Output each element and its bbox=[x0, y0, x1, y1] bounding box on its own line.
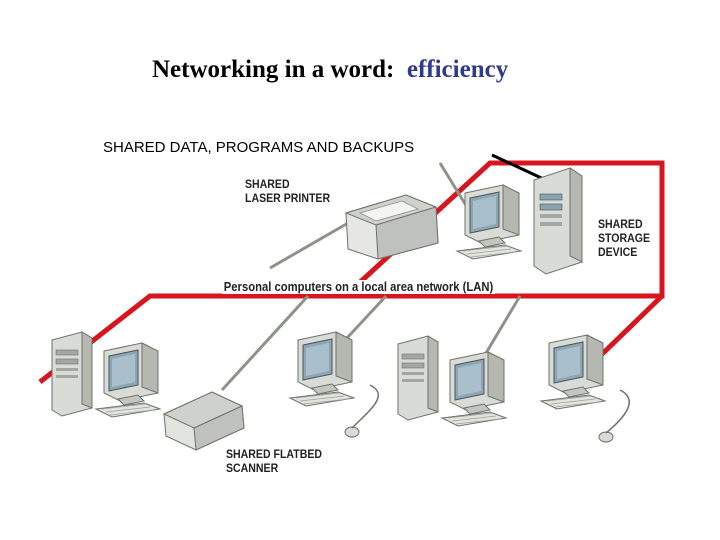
workstation-top-monitor bbox=[456, 184, 522, 260]
workstation-mid-mouse bbox=[344, 426, 360, 438]
lan-label: Personal computers on a local area netwo… bbox=[222, 280, 496, 294]
lan-drop-cable-right bbox=[594, 294, 664, 362]
workstation-right-mouse bbox=[598, 431, 614, 443]
flatbed-scanner bbox=[162, 391, 245, 451]
shared-data-label: SHARED DATA, PROGRAMS AND BACKUPS bbox=[103, 139, 415, 156]
workstation-left-tower bbox=[51, 331, 93, 417]
scanner-label: SHARED FLATBED SCANNER bbox=[226, 447, 322, 475]
title-prefix: Networking in a word: bbox=[152, 56, 395, 83]
lan-network-cable bbox=[343, 160, 665, 299]
scanner-label-line1: SHARED FLATBED bbox=[226, 447, 323, 461]
slide-title: Networking in a word: efficiency bbox=[152, 56, 508, 84]
printer-label: SHARED LASER PRINTER bbox=[245, 177, 330, 205]
workstation-left-monitor bbox=[95, 342, 161, 418]
printer-label-line2: LASER PRINTER bbox=[245, 191, 331, 205]
scanner-label-line2: SCANNER bbox=[226, 461, 279, 475]
workstation-right-monitor bbox=[540, 334, 606, 410]
shared-storage-device bbox=[533, 167, 583, 275]
workstation-center-tower bbox=[397, 335, 439, 421]
scanner-cable bbox=[220, 294, 310, 392]
storage-label-line1: SHARED bbox=[598, 217, 643, 231]
title-accent: efficiency bbox=[406, 56, 509, 83]
workstation-mid-monitor bbox=[289, 331, 355, 407]
storage-label-line2: STORAGE bbox=[598, 231, 651, 245]
printer-label-line1: SHARED bbox=[245, 177, 290, 191]
workstation-center-monitor bbox=[441, 351, 507, 427]
storage-label-line3: DEVICE bbox=[598, 245, 638, 259]
storage-label: SHARED STORAGE DEVICE bbox=[598, 217, 650, 259]
laser-printer bbox=[344, 194, 439, 260]
